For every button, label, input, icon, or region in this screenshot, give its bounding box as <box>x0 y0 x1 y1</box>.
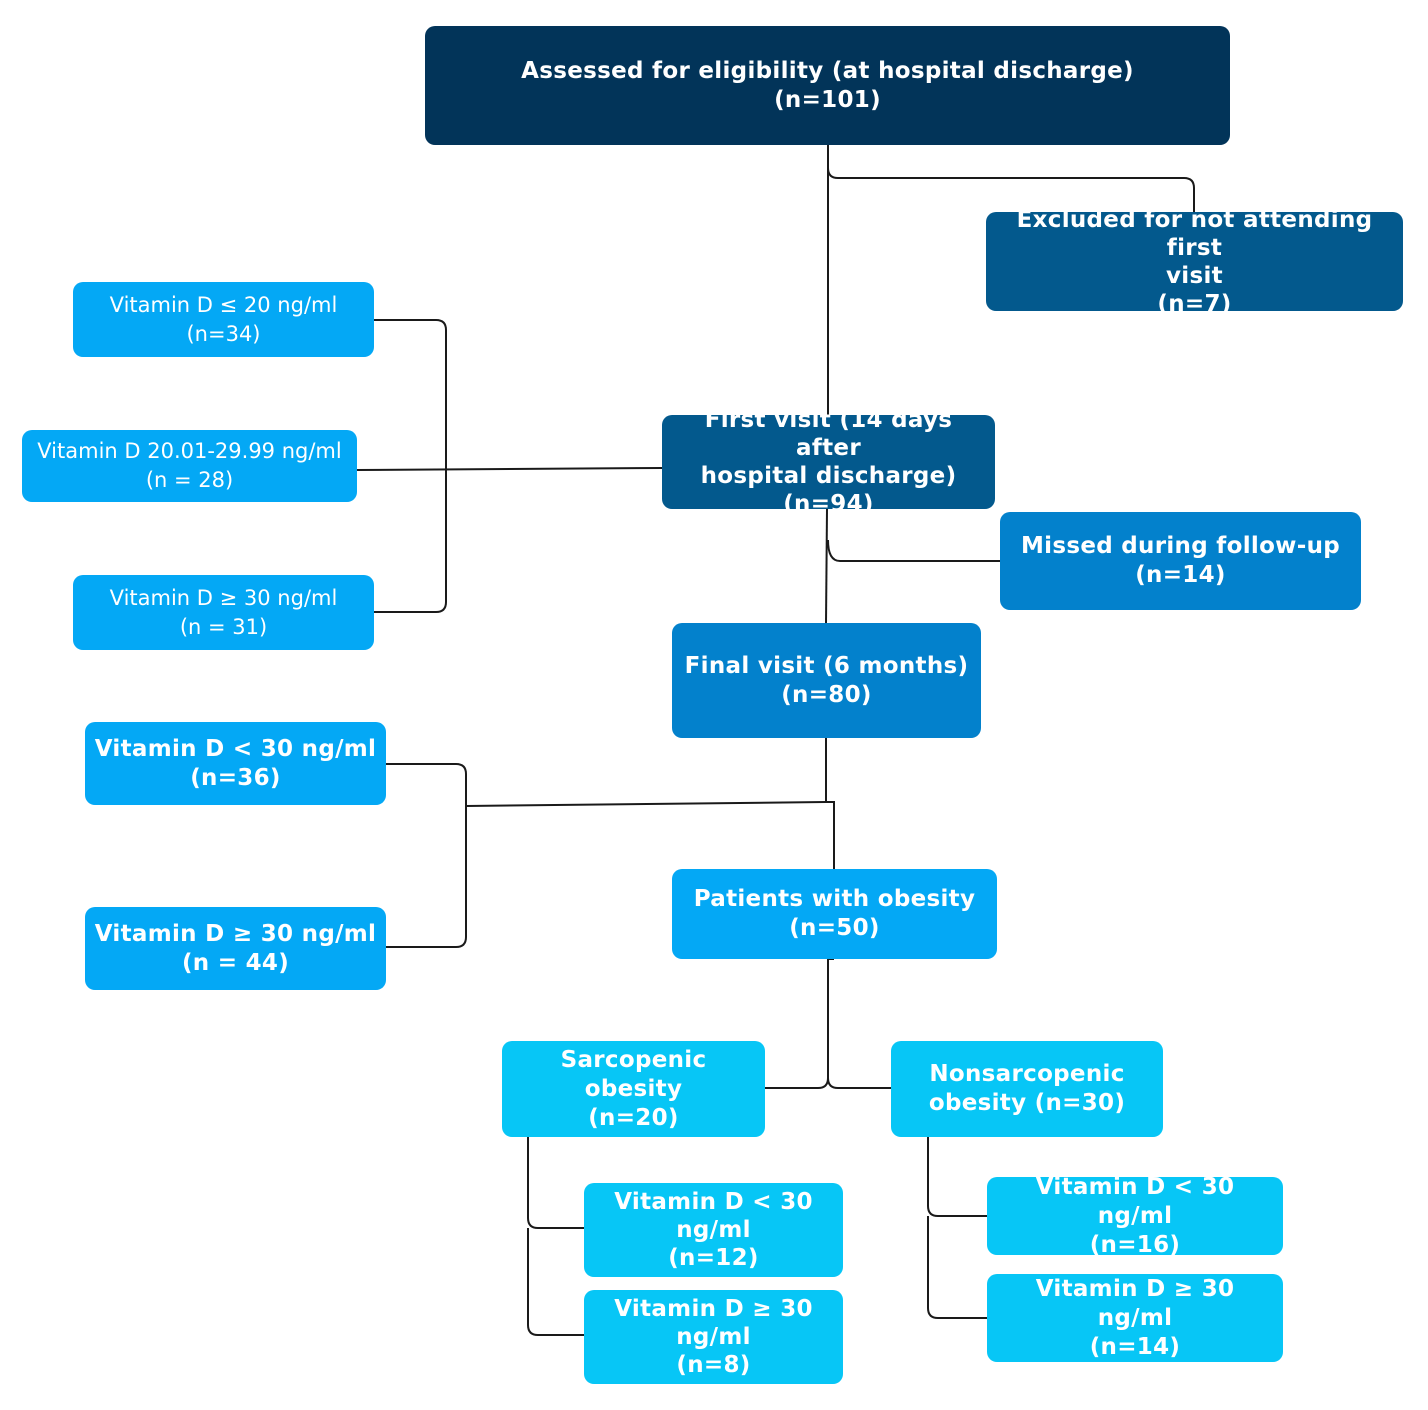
node-count: (n=94) <box>783 491 874 517</box>
node-label: Vitamin D ≥ 30 ng/ml <box>94 920 377 947</box>
node-sarcopenic-vitamin-d-ge-30: Vitamin D ≥ 30 ng/ml (n=8) <box>584 1290 843 1384</box>
node-label: Patients with obesity <box>693 886 976 912</box>
node-nonsarcopenic-obesity: Nonsarcopenic obesity (n=30) <box>891 1041 1163 1137</box>
node-sarcopenic-obesity: Sarcopenic obesity (n=20) <box>502 1041 765 1137</box>
node-label: Vitamin D < 30 <box>614 1189 813 1215</box>
node-sarcopenic-vitamin-d-lt-30: Vitamin D < 30 ng/ml (n=12) <box>584 1183 843 1277</box>
connector-final-bracket <box>386 763 467 948</box>
node-label: Vitamin D ≥ 30 ng/ml <box>1035 1275 1235 1331</box>
node-label: Vitamin D ≥ 30 <box>614 1296 813 1322</box>
node-label: Nonsarcopenic <box>929 1061 1125 1087</box>
node-assessed-for-eligibility: Assessed for eligibility (at hospital di… <box>425 26 1230 145</box>
node-count: (n = 31) <box>179 614 268 639</box>
node-missed-follow-up: Missed during follow-up (n=14) <box>1000 512 1361 610</box>
node-label: Vitamin D ≥ 30 ng/ml <box>109 585 338 610</box>
connector-first-visit-bracket <box>374 319 447 613</box>
node-nonsarcopenic-vitamin-d-ge-30: Vitamin D ≥ 30 ng/ml (n=14) <box>987 1274 1283 1362</box>
node-label: Sarcopenic obesity <box>560 1046 707 1102</box>
node-label: Excluded for not attending first <box>1016 206 1373 261</box>
node-label: Missed during follow-up <box>1020 533 1341 559</box>
node-label-cont: ng/ml <box>676 1217 751 1243</box>
node-count: (n=80) <box>781 681 872 708</box>
connector-nonsarcopenic-subgroups <box>927 1137 987 1319</box>
node-label-cont: visit <box>1166 262 1223 289</box>
node-first-vitamin-d-20-30: Vitamin D 20.01-29.99 ng/ml (n = 28) <box>22 430 357 502</box>
node-label: First visit (14 days after <box>704 407 953 461</box>
connector-obesity-split <box>765 958 891 1089</box>
node-count: (n = 28) <box>145 468 234 492</box>
node-excluded: Excluded for not attending first visit (… <box>986 207 1403 317</box>
connector-first-to-final <box>825 508 828 624</box>
node-count: (n=16) <box>1089 1231 1181 1258</box>
node-label: Vitamin D 20.01-29.99 ng/ml <box>37 439 342 463</box>
node-count: (n=12) <box>668 1245 759 1271</box>
node-first-vitamin-d-le-20: Vitamin D ≤ 20 ng/ml (n=34) <box>73 282 374 357</box>
node-final-vitamin-d-lt-30: Vitamin D < 30 ng/ml (n=36) <box>85 722 386 805</box>
node-first-visit: First visit (14 days after hospital disc… <box>662 407 995 517</box>
connector-to-missed <box>827 539 1000 562</box>
node-label: Assessed for eligibility (at hospital di… <box>521 57 1134 84</box>
node-label: Vitamin D ≤ 20 ng/ml <box>109 292 338 317</box>
connector-first-visit-to-bracket <box>356 467 663 471</box>
node-final-vitamin-d-ge-30: Vitamin D ≥ 30 ng/ml (n = 44) <box>85 907 386 990</box>
node-count: (n = 44) <box>181 949 290 976</box>
node-label-cont: ng/ml <box>676 1324 751 1350</box>
node-count: (n=14) <box>1135 562 1226 588</box>
node-count: (n=7) <box>1157 290 1232 317</box>
node-count: (n=8) <box>676 1352 751 1378</box>
connector-final-to-obesity <box>825 738 835 869</box>
node-label: Vitamin D < 30 ng/ml <box>1035 1173 1235 1229</box>
node-first-vitamin-d-ge-30: Vitamin D ≥ 30 ng/ml (n = 31) <box>73 575 374 650</box>
node-count: (n=34) <box>186 321 261 346</box>
node-nonsarcopenic-vitamin-d-lt-30: Vitamin D < 30 ng/ml (n=16) <box>987 1174 1283 1258</box>
node-count: (n=36) <box>190 764 281 791</box>
node-patients-with-obesity: Patients with obesity (n=50) <box>672 869 997 959</box>
node-label-cont: hospital discharge) <box>700 463 957 489</box>
node-final-visit: Final visit (6 months) (n=80) <box>672 623 981 738</box>
node-count: (n=20) <box>588 1104 679 1131</box>
connector-to-excluded <box>827 167 1195 212</box>
connector-final-bracket-join <box>465 801 827 807</box>
node-count: (n=50) <box>789 915 880 941</box>
node-count: (n=14) <box>1089 1333 1181 1360</box>
node-label: Final visit (6 months) <box>684 652 969 679</box>
connector-sarcopenic-subgroups <box>527 1137 584 1336</box>
node-count: (n=101) <box>774 86 881 113</box>
node-label: Vitamin D < 30 ng/ml <box>94 735 377 762</box>
node-count: obesity (n=30) <box>928 1090 1126 1116</box>
